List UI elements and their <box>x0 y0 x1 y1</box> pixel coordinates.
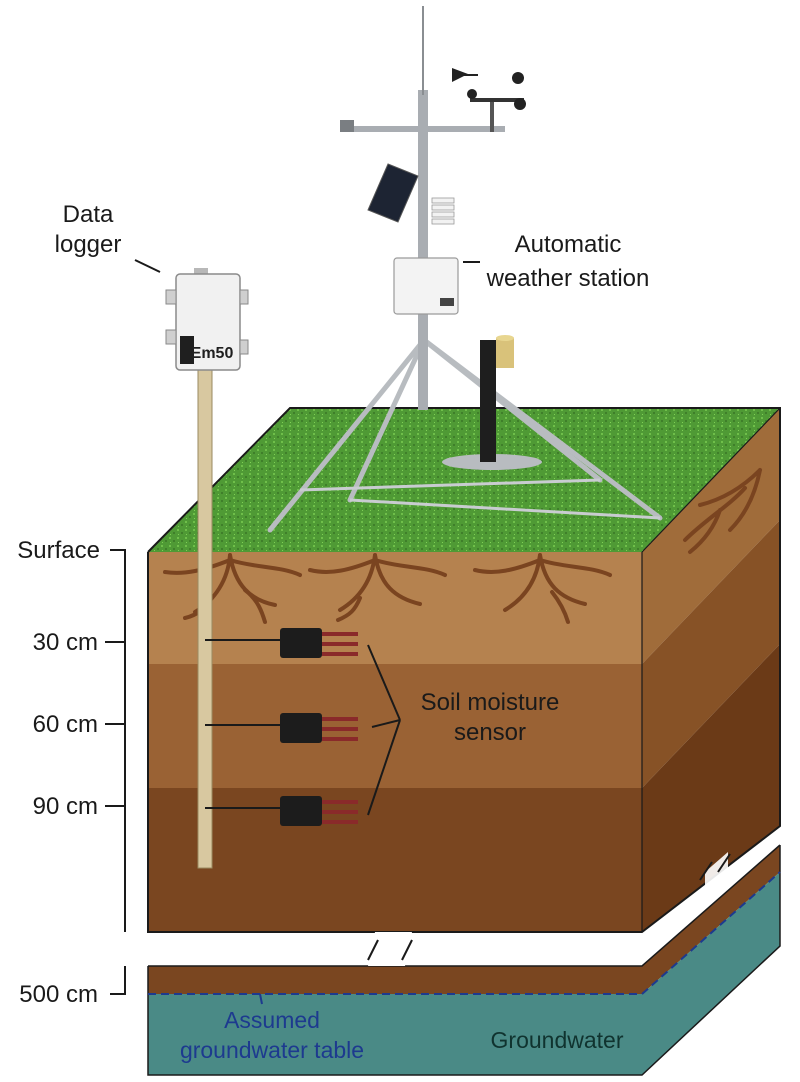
depth-label-30: 30 cm <box>33 629 98 656</box>
weather-station-label-line2: weather station <box>486 265 650 292</box>
depth-label-surface: Surface <box>17 537 100 564</box>
soil-moisture-sensor-icon <box>280 628 358 658</box>
depth-label-90: 90 cm <box>33 793 98 820</box>
depth-scale: Surface 30 cm 60 cm 90 cm 500 cm <box>17 537 126 1008</box>
soil-block-upper <box>147 407 781 933</box>
soil-moisture-sensor-icon <box>280 796 358 826</box>
gw-table-label-line1: Assumed <box>224 1007 320 1033</box>
logger-pipe <box>197 367 213 869</box>
data-logger-label-line1: Data <box>63 201 114 228</box>
sensor-cables <box>205 639 280 809</box>
groundwater-table-line <box>148 871 781 995</box>
soil-sensor-label-line1: Soil moisture <box>421 689 560 716</box>
data-logger-label-line2: logger <box>55 231 122 258</box>
depth-label-500: 500 cm <box>19 981 98 1008</box>
rain-gauge-icon <box>442 335 542 470</box>
tree-roots-icon <box>163 468 762 624</box>
soil-side-1 <box>642 408 780 664</box>
groundwater-label: Groundwater <box>491 1027 624 1053</box>
soil-moisture-sensor-icon <box>280 713 358 743</box>
weather-station-label-line1: Automatic <box>515 231 622 258</box>
soil-layer-1 <box>148 552 642 664</box>
logger-brand: Em50 <box>191 345 234 362</box>
weather-station-icon <box>267 6 663 533</box>
soil-block-lower <box>147 844 781 1076</box>
depth-label-60: 60 cm <box>33 711 98 738</box>
soil-sensor-label-line2: sensor <box>454 719 526 746</box>
break-marks <box>367 852 731 966</box>
soil-side-2 <box>642 520 780 788</box>
solar-panel-icon <box>367 163 419 223</box>
gw-table-label-line2: groundwater table <box>180 1037 364 1063</box>
groundwater-front <box>148 872 780 1075</box>
soil-side-3 <box>642 644 780 932</box>
data-logger-box-icon: Em50 <box>165 268 249 869</box>
soil-layer-3 <box>148 788 642 932</box>
sensor-bracket <box>367 644 401 816</box>
